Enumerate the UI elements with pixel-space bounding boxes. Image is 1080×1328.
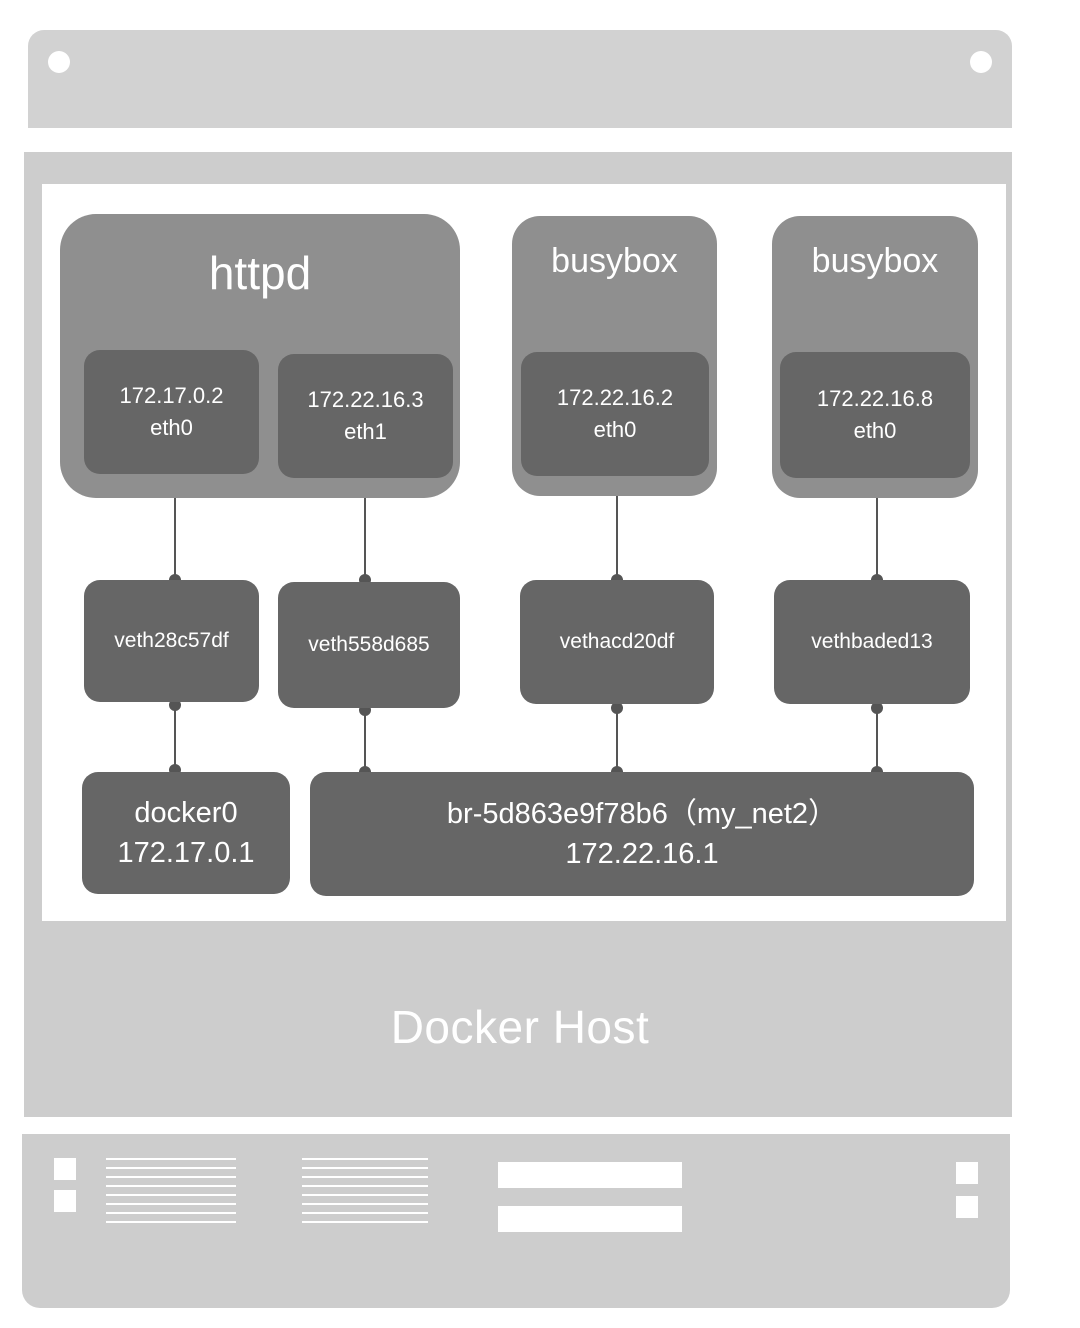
vent-icon — [302, 1158, 428, 1228]
drive-slot-icon — [498, 1206, 682, 1232]
docker-host-label: Docker Host — [390, 1001, 650, 1053]
interface-dev: eth0 — [853, 418, 897, 443]
interface-eth0: 172.22.16.8 eth0 — [780, 352, 970, 478]
led-icon — [956, 1162, 978, 1184]
drive-slot-icon — [498, 1162, 682, 1188]
interface-eth0: 172.22.16.2 eth0 — [521, 352, 709, 476]
host-top-panel — [28, 30, 1012, 128]
interface-ip: 172.22.16.2 — [556, 385, 674, 410]
container-name: httpd — [208, 247, 312, 299]
bridge-name: docker0 — [134, 797, 238, 829]
container-name: busybox — [551, 242, 678, 280]
led-icon — [54, 1158, 76, 1180]
interface-dev: eth0 — [150, 415, 193, 440]
interface-ip: 172.22.16.8 — [816, 386, 934, 411]
veth-interface: veth28c57df — [84, 580, 259, 702]
bridge-docker0: docker0 172.17.0.1 — [82, 772, 290, 894]
bridge-my-net2: br-5d863e9f78b6（my_net2） 172.22.16.1 — [310, 772, 974, 896]
led-icon — [956, 1196, 978, 1218]
bridge-name: br-5d863e9f78b6（my_net2） — [446, 798, 838, 830]
interface-eth1: 172.22.16.3 eth1 — [278, 354, 453, 478]
interface-ip: 172.22.16.3 — [307, 387, 424, 412]
interface-dev: eth1 — [344, 419, 387, 444]
led-icon — [54, 1190, 76, 1212]
vent-icon — [106, 1158, 236, 1228]
link-dot — [611, 702, 623, 714]
veth-interface: veth558d685 — [278, 582, 460, 708]
veth-interface: vethacd20df — [520, 580, 714, 704]
veth-interface: vethbaded13 — [774, 580, 970, 704]
interface-eth0: 172.17.0.2 eth0 — [84, 350, 259, 474]
screw-icon — [48, 51, 70, 73]
interface-dev: eth0 — [593, 417, 637, 442]
bridge-ip: 172.22.16.1 — [565, 838, 719, 870]
screw-icon — [970, 51, 992, 73]
container-name: busybox — [811, 242, 939, 280]
host-bottom-panel — [22, 1134, 1010, 1308]
interface-ip: 172.17.0.2 — [119, 383, 224, 408]
bridge-ip: 172.17.0.1 — [117, 837, 255, 869]
link-dot — [871, 702, 883, 714]
